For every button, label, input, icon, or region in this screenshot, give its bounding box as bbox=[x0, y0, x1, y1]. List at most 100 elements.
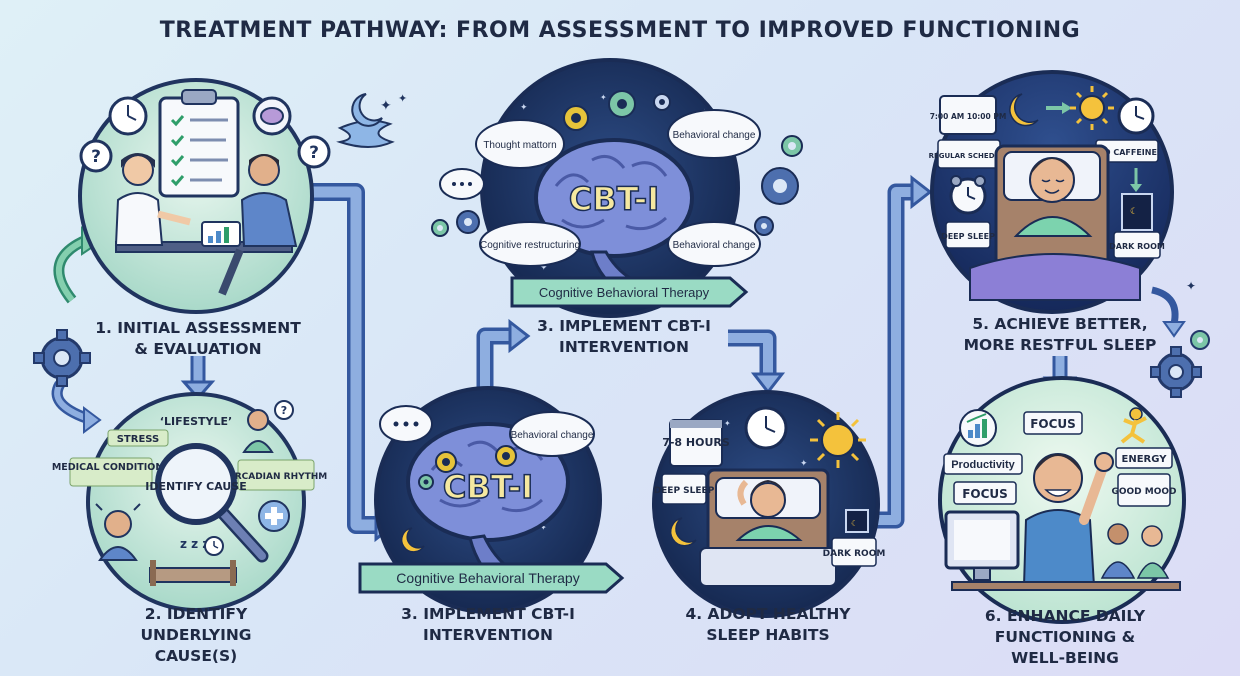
clock-icon bbox=[744, 406, 788, 450]
dark-room-label: DARK ROOM bbox=[823, 549, 886, 559]
svg-text:☾: ☾ bbox=[851, 519, 858, 528]
svg-text:?: ? bbox=[281, 404, 287, 417]
sleep-zzz: z z z bbox=[180, 537, 209, 551]
happy-man-icon bbox=[1022, 452, 1114, 587]
banner-label: Cognitive Behavioral Therapy bbox=[396, 570, 579, 586]
moon-icon: ✦ ✦ bbox=[336, 92, 407, 148]
gear-icon bbox=[431, 219, 449, 237]
speech-bubble-behavioral: Behavioral change bbox=[667, 109, 761, 159]
clock-icon bbox=[204, 536, 224, 556]
sun-icon bbox=[810, 412, 866, 468]
cognitive-label: Cognitive restructuring bbox=[480, 240, 580, 251]
caption-cbti-lower: 3. IMPLEMENT CBT-I INTERVENTION bbox=[401, 605, 575, 644]
family-icon bbox=[1100, 523, 1170, 579]
magnifier-icon: IDENTIFY CAUSE bbox=[145, 443, 269, 563]
window-icon: ☾ bbox=[845, 509, 869, 533]
gear-icon bbox=[761, 167, 799, 205]
behavioral-label: Behavioral change bbox=[673, 240, 756, 251]
svg-text:?: ? bbox=[309, 143, 319, 163]
speech-bubble-thought: Thought mattorn bbox=[475, 119, 565, 169]
schedule-time-label: 7:00 AM 10:00 PM bbox=[930, 112, 1007, 121]
running-figure-icon bbox=[1120, 407, 1147, 444]
gear-icon bbox=[1150, 346, 1202, 398]
step-cbti-lower: ✦✦ ✦✦ CBT-I Behavioral change bbox=[374, 386, 602, 614]
svg-text:✦: ✦ bbox=[1186, 279, 1196, 293]
computer-icon bbox=[944, 510, 1020, 581]
label-lifestyle: ‘LIFESTYLE’ bbox=[160, 415, 232, 428]
step-cbti-upper: ✦✦ ✦✦ ✦ CBT-I Thought mattorn bbox=[475, 58, 761, 318]
clipboard-checklist-icon bbox=[158, 89, 240, 198]
gear-icon bbox=[608, 90, 636, 118]
question-bubble-icon: ? bbox=[297, 135, 331, 169]
chart-up-icon bbox=[959, 409, 997, 447]
gear-icon bbox=[418, 474, 434, 490]
deep-sleep-label: DEEP SLEEP bbox=[654, 486, 715, 496]
caption-habits: 4. ADOPT HEALTHY SLEEP HABITS bbox=[685, 605, 851, 644]
step-habits: 7-8 HOURS bbox=[652, 390, 886, 618]
cbti-banner-lower: Cognitive Behavioral Therapy bbox=[358, 562, 625, 594]
no-caffeine-label: NO CAFFEINE bbox=[1097, 148, 1157, 157]
caption-functioning: 6. ENHANCE DAILY FUNCTIONING & WELL-BEIN… bbox=[984, 607, 1146, 667]
behavioral-label: Behavioral change bbox=[673, 130, 756, 141]
stressed-child-icon bbox=[95, 503, 141, 561]
person-icon: ? bbox=[242, 400, 294, 453]
sleeping-man-icon bbox=[969, 144, 1141, 301]
arrow-cbti-to-habits bbox=[728, 329, 777, 376]
alarm-clock-icon bbox=[949, 175, 987, 215]
gear-icon bbox=[781, 135, 803, 157]
gear-icon bbox=[653, 93, 671, 111]
speech-bubble-cognitive: Cognitive restructuring bbox=[479, 221, 581, 267]
gear-icon bbox=[1190, 330, 1210, 350]
caption-assessment: 1. INITIAL ASSESSMENT & EVALUATION bbox=[95, 319, 301, 358]
gear-icon bbox=[563, 105, 589, 131]
svg-text:✦: ✦ bbox=[540, 523, 547, 532]
flow-arrows bbox=[51, 174, 1186, 543]
speech-bubble-behavioral: Behavioral change bbox=[509, 411, 595, 457]
svg-text:✦: ✦ bbox=[380, 98, 392, 114]
calendar-icon: 7-8 HOURS bbox=[662, 419, 730, 467]
question-bubble-icon: ? bbox=[79, 139, 113, 173]
banner-label: Cognitive Behavioral Therapy bbox=[539, 285, 710, 300]
hours-label: 7-8 HOURS bbox=[662, 436, 730, 449]
gear-icon bbox=[456, 210, 480, 234]
step-cause: ‘LIFESTYLE’ STRESS MEDICAL CONDITIONS CI… bbox=[52, 392, 328, 612]
bed-icon bbox=[149, 560, 237, 586]
small-arrow-right bbox=[1151, 286, 1179, 325]
magnifier-label: IDENTIFY CAUSE bbox=[145, 480, 246, 493]
moon-icon bbox=[400, 527, 425, 553]
step-assessment: ? ? bbox=[78, 78, 331, 314]
moon-icon bbox=[1009, 93, 1039, 127]
svg-text:✦: ✦ bbox=[540, 263, 548, 273]
brain-label: CBT-I bbox=[569, 180, 659, 218]
label-circadian-rhythm: CIRCADIAN RHYTHM bbox=[225, 472, 328, 482]
medical-cross-icon bbox=[258, 500, 290, 532]
caption-sleep: 5. ACHIEVE BETTER, MORE RESTFUL SLEEP bbox=[963, 315, 1157, 354]
energy-label: ENERGY bbox=[1122, 454, 1168, 465]
moon-icon bbox=[669, 517, 697, 547]
svg-text:☾: ☾ bbox=[1130, 207, 1138, 217]
good-mood-label: GOOD MOOD bbox=[1111, 487, 1176, 497]
caption-cbti-upper: 3. IMPLEMENT CBT-I INTERVENTION bbox=[537, 317, 711, 356]
chart-tablet-icon bbox=[201, 221, 241, 247]
label-stress: STRESS bbox=[117, 434, 160, 445]
productivity-label: Productivity bbox=[951, 459, 1015, 471]
svg-text:?: ? bbox=[91, 147, 101, 167]
speech-bubble-icon bbox=[439, 168, 485, 200]
gear-icon bbox=[495, 445, 517, 467]
brain-label: CBT-I bbox=[443, 468, 533, 506]
sun-icon bbox=[1070, 86, 1114, 130]
gear-icon bbox=[33, 329, 91, 387]
svg-text:✦: ✦ bbox=[800, 459, 808, 469]
svg-text:✦: ✦ bbox=[600, 93, 607, 102]
dark-room-label: DARK ROOM bbox=[1109, 242, 1165, 251]
gear-icon bbox=[754, 216, 774, 236]
step-functioning: Productivity FOCUS ENERGY FOCUS GOOD MOO… bbox=[938, 376, 1186, 624]
svg-text:✦: ✦ bbox=[724, 419, 731, 428]
thought-label: Thought mattorn bbox=[483, 140, 556, 151]
page-title: TREATMENT PATHWAY: FROM ASSESSMENT TO IM… bbox=[159, 18, 1081, 43]
focus-left-label: FOCUS bbox=[962, 487, 1008, 501]
speech-bubble-icon bbox=[379, 405, 433, 443]
door-icon: ☾ bbox=[1121, 168, 1153, 231]
sleeping-woman-icon bbox=[699, 468, 837, 587]
regular-schedule-label: REGULAR SCHEDULE bbox=[929, 152, 1010, 160]
